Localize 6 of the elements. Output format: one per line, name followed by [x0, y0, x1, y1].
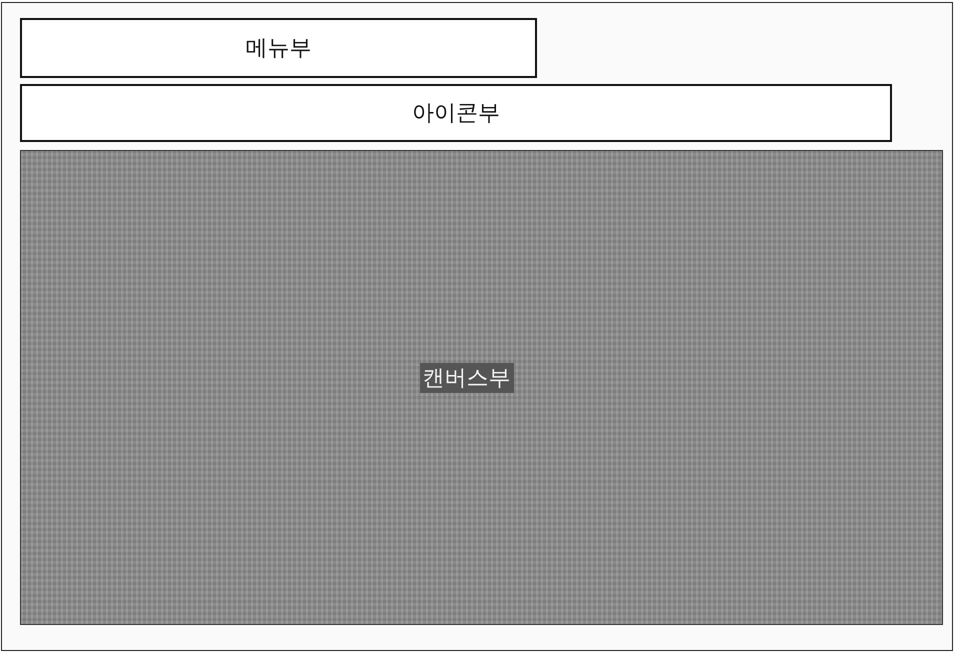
canvas-area [20, 150, 943, 625]
icon-bar [20, 84, 892, 142]
canvas-label: 캔버스부 [420, 362, 514, 392]
section-label: 메뉴부 [246, 35, 312, 63]
menu-bar [20, 18, 537, 78]
section-label: 아이콘부 [412, 100, 500, 128]
